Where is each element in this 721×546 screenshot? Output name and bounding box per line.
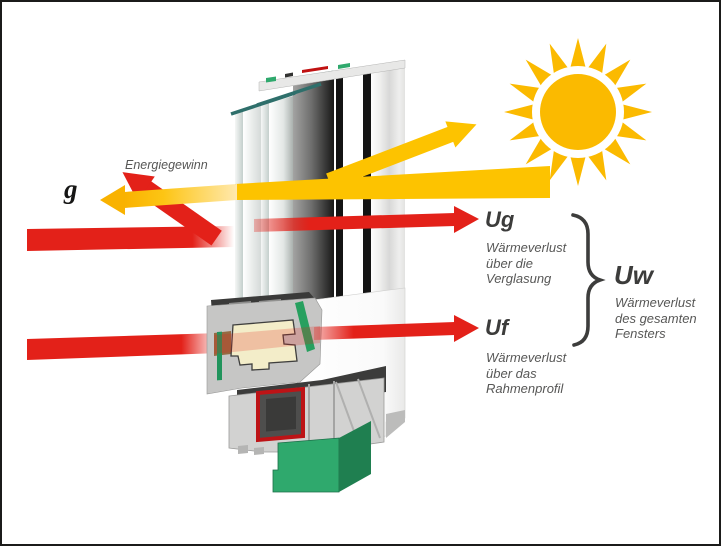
sun-icon [504,38,652,186]
ug-heat-band [27,226,234,251]
uw-value-label: Uw [614,260,653,290]
ug-description: Wärmeverlust über die Verglasung [486,240,567,286]
reflected-solar-arrow [326,121,477,189]
uw-brace [571,213,606,347]
uf-heat-band [27,333,220,360]
g-value-label: g [64,174,78,204]
energy-gain-label: Energiegewinn [125,158,208,172]
window-cutaway [206,59,406,493]
g-arrow [124,184,237,208]
solar-beam [100,166,550,215]
ug-arrow [254,206,479,233]
uf-description: Wärmeverlust über das Rahmenprofil [486,350,567,396]
ug-value-label: Ug [485,207,515,232]
uf-value-label: Uf [485,315,509,340]
uf-arrow [314,315,479,342]
uw-description: Wärmeverlust des gesamten Fensters [615,295,697,341]
